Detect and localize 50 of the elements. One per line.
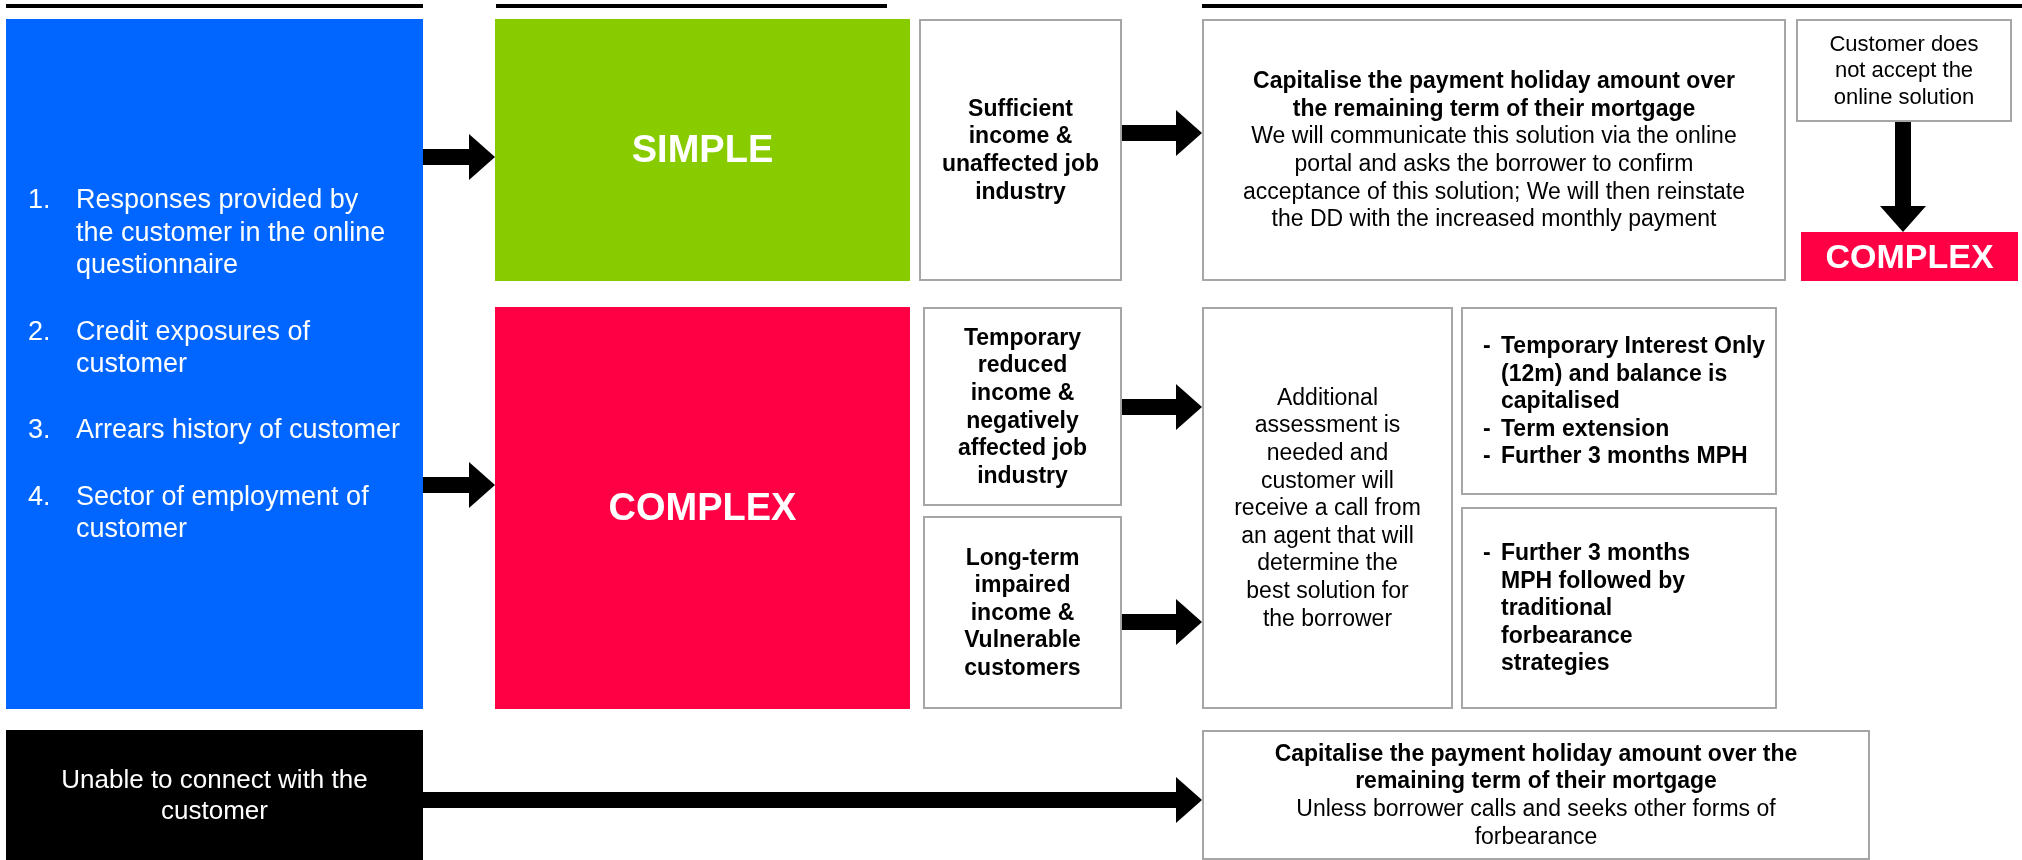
- box-text: Additional assessment is needed and customer will receive a call from an agent that will determine the best solution for the borrower: [1234, 383, 1421, 633]
- outlined-box: [1796, 19, 2012, 122]
- outlined-box: [1461, 307, 1777, 495]
- box-text: COMPLEX: [608, 485, 797, 531]
- list-bullet: -: [1483, 332, 1492, 360]
- block-arrow: [423, 134, 495, 180]
- box-text: Temporary reduced income & negatively affected job industry: [956, 323, 1089, 490]
- outlined-box: [1202, 19, 1786, 281]
- outlined-box: [1461, 507, 1777, 709]
- block-arrow: [1122, 599, 1202, 645]
- outlined-box: [1202, 730, 1870, 860]
- box-text: Long-term impaired income & Vulnerable customers: [963, 543, 1082, 682]
- filled-box: [1801, 232, 2018, 281]
- list-item: Credit exposures of customer: [76, 314, 312, 380]
- list-item: Term extension: [1501, 414, 1671, 443]
- list-number: 4.: [28, 479, 52, 513]
- block-arrow: [1880, 122, 1926, 232]
- block-arrow: [423, 777, 1202, 823]
- box-text: Unable to connect with the customer: [60, 763, 369, 827]
- list-bullet: -: [1483, 442, 1492, 470]
- block-arrow: [423, 462, 495, 508]
- list-item: Responses provided by the customer in the online questionnaire: [76, 183, 387, 281]
- list-number: 2.: [28, 314, 52, 348]
- list-item: Sector of employment of customer: [76, 479, 370, 545]
- list-bullet: -: [1483, 414, 1492, 443]
- box-heading: Capitalise the payment holiday amount over the remaining term of their mortgage: [1252, 67, 1736, 123]
- filled-box: [6, 19, 423, 709]
- box-text: Sufficient income & unaffected job industry: [940, 94, 1101, 206]
- filled-box: [6, 730, 423, 860]
- block-arrow: [1122, 110, 1202, 156]
- filled-box: [495, 307, 910, 709]
- list-bullet: -: [1483, 539, 1492, 567]
- outlined-box: [919, 19, 1122, 281]
- box-text: We will communicate this solution via the online portal and asks the borrower to confirm acceptance of this solution; We will then reinstate the DD with the increased monthly payment: [1242, 122, 1746, 233]
- block-arrow: [1122, 384, 1202, 430]
- list-item: Further 3 months MPH: [1501, 442, 1749, 470]
- list-item: Further 3 months MPH followed by traditional forbearance strategies: [1501, 539, 1692, 677]
- box-text: SIMPLE: [631, 127, 774, 173]
- outlined-box: [923, 516, 1122, 709]
- list-number: 1.: [28, 183, 52, 217]
- outlined-box: [923, 307, 1122, 506]
- outlined-box: [1202, 307, 1453, 709]
- box-text: Customer does not accept the online solution: [1828, 30, 1980, 111]
- box-text: Unless borrower calls and seeks other forms of forbearance: [1295, 795, 1777, 851]
- list-item: Arrears history of customer: [76, 413, 402, 446]
- filled-box: [495, 19, 910, 281]
- list-number: 3.: [28, 413, 52, 446]
- box-heading: Capitalise the payment holiday amount over the remaining term of their mortgage: [1273, 739, 1799, 795]
- box-text: COMPLEX: [1825, 236, 1994, 277]
- list-item: Temporary Interest Only (12m) and balance is capitalised: [1501, 332, 1767, 415]
